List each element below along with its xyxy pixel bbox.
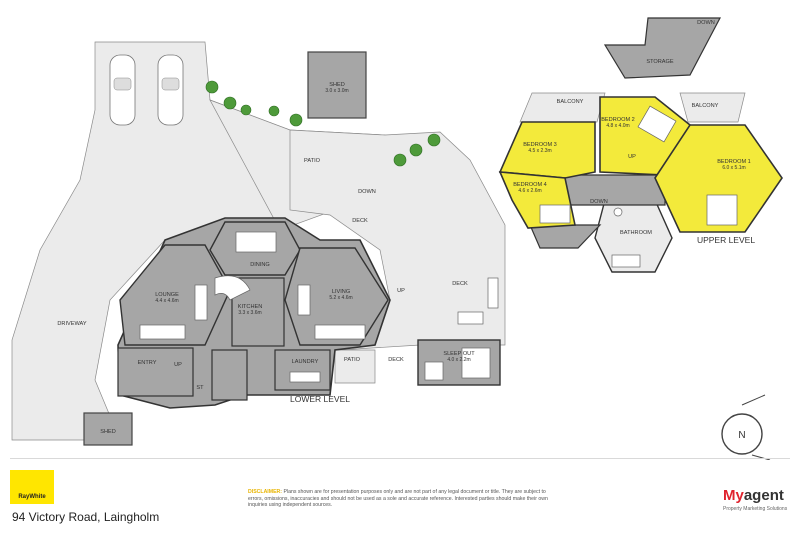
- bedroom3-dims: 4.5 x 2.3m: [528, 148, 551, 154]
- bedroom2-label: BEDROOM 2: [601, 117, 635, 123]
- car-icon: [109, 54, 136, 126]
- living-dims: 5.2 x 4.6m: [329, 295, 352, 301]
- up-marker-upper: UP: [628, 154, 636, 160]
- brand-part2: agent: [743, 487, 784, 504]
- upper-level-title: UPPER LEVEL: [697, 235, 755, 245]
- deck-center-label: DECK: [352, 218, 368, 224]
- down-marker-storage: DOWN: [697, 20, 715, 26]
- lower-patio-area: [334, 349, 376, 384]
- car-icon: [157, 54, 184, 126]
- balcony-right-label: BALCONY: [692, 103, 719, 109]
- raywhite-logo: RayWhite: [10, 470, 54, 504]
- bath-lower: [211, 349, 248, 401]
- bedroom-3: [498, 121, 596, 179]
- storage-area: [603, 17, 721, 79]
- logo-text: RayWhite: [18, 494, 46, 500]
- kitchen-island: [214, 275, 251, 301]
- shed-top-dims: 3.0 x 3.0m: [325, 88, 348, 94]
- footer-divider: [10, 458, 790, 459]
- patio-top-label: PATIO: [304, 158, 321, 164]
- sleep-out-label: SLEEP OUT: [443, 351, 475, 357]
- kitchen-room: [231, 277, 285, 347]
- balcony-left: [519, 92, 606, 123]
- storage-label: STORAGE: [646, 59, 674, 65]
- bedroom1-dims: 6.0 x 5.1m: [722, 165, 745, 171]
- compass-label: N: [738, 430, 745, 441]
- bathroom-label: BATHROOM: [620, 230, 652, 236]
- patio-bottom-label: PATIO: [344, 357, 361, 363]
- upper-hall: [564, 174, 666, 206]
- upper-stairs: [529, 224, 602, 249]
- bed-icons: [539, 105, 738, 268]
- bedroom2-dims: 4.8 x 4.0m: [606, 123, 629, 129]
- lower-level-title: LOWER LEVEL: [290, 394, 350, 404]
- furniture: [139, 231, 499, 383]
- down-marker-upper: DOWN: [590, 199, 608, 205]
- deck-right-label: DECK: [452, 281, 468, 287]
- bedroom3-label: BEDROOM 3: [523, 142, 557, 148]
- bedroom-1: [654, 124, 783, 233]
- compass-icon: [721, 394, 771, 460]
- living-room: [284, 247, 389, 346]
- lounge-dims: 4.4 x 4.6m: [155, 298, 178, 304]
- shed-bottom-label: SHED: [100, 429, 116, 435]
- deck-bottom-label: DECK: [388, 357, 404, 363]
- bedroom1-label: BEDROOM 1: [717, 159, 751, 165]
- living-label: LIVING: [332, 289, 350, 295]
- dining-label: DINING: [250, 262, 270, 268]
- shed-top-label: SHED: [329, 82, 345, 88]
- shed-bottom: [83, 412, 133, 446]
- entry-room: [117, 347, 194, 397]
- shed-top: [307, 51, 367, 119]
- entry-label: ENTRY: [138, 360, 157, 366]
- lounge-label: LOUNGE: [155, 292, 179, 298]
- bedroom4-dims: 4.6 x 2.6m: [518, 188, 541, 194]
- myagent-tagline: Property Marketing Solutions: [723, 506, 788, 512]
- disclaimer-body: Plans shown are for presentation purpose…: [248, 489, 548, 509]
- up-marker-entry: UP: [174, 362, 182, 368]
- bedroom4-label: BEDROOM 4: [513, 182, 547, 188]
- kitchen-dims: 3.3 x 3.6m: [238, 310, 261, 316]
- disclaimer-text: DISCLAIMER: Plans shown are for presenta…: [248, 489, 548, 509]
- disclaimer-heading: DISCLAIMER:: [248, 489, 283, 495]
- laundry-room: [274, 349, 331, 391]
- property-address: 94 Victory Road, Laingholm: [12, 510, 160, 524]
- tree-icons: [205, 80, 441, 167]
- sleep-out-dims: 4.0 x 2.2m: [447, 357, 470, 363]
- balcony-right: [679, 92, 746, 123]
- kitchen-label: KITCHEN: [238, 304, 263, 310]
- floor-plan-svg: LOUNGE 4.4 x 4.6m KITCHEN 3.3 x 3.6m LIV…: [11, 17, 783, 460]
- myagent-logo: Myagent: [723, 487, 784, 504]
- balcony-left-label: BALCONY: [557, 99, 584, 105]
- driveway-label: DRIVEWAY: [57, 321, 86, 327]
- laundry-label: LAUNDRY: [292, 359, 319, 365]
- down-marker-lower: DOWN: [358, 189, 376, 195]
- up-marker-lower: UP: [397, 288, 405, 294]
- st-label: ST: [196, 385, 204, 391]
- brand-part1: My: [723, 487, 744, 504]
